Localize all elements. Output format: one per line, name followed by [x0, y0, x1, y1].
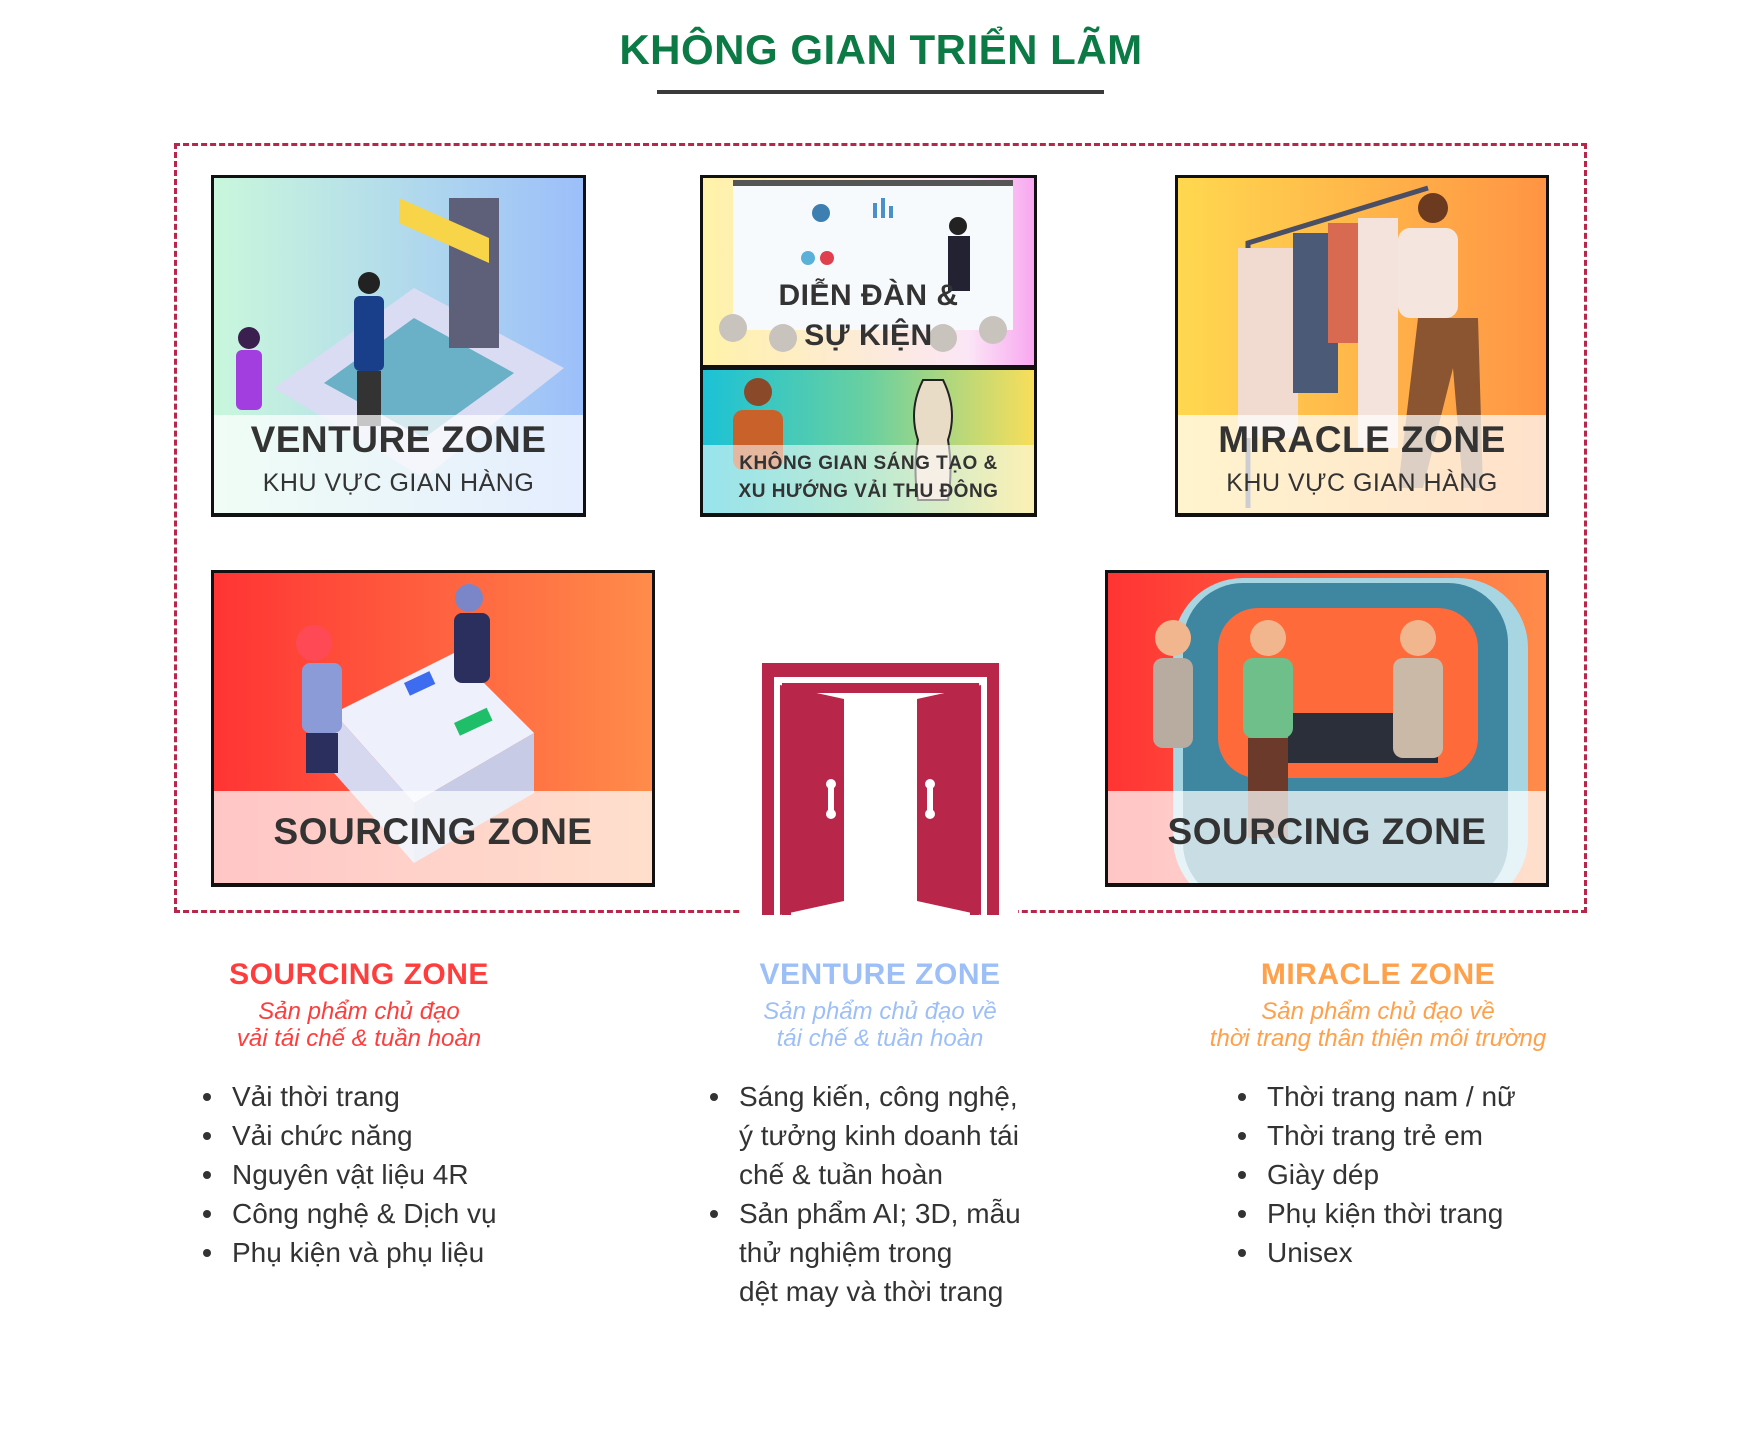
- miracle-info-sub2: thời trang thân thiện môi trường: [1209, 1025, 1547, 1052]
- venture-info-title: VENTURE ZONE: [759, 958, 1001, 991]
- title-underline: [657, 90, 1104, 94]
- list-item: Sáng kiến, công nghệ,ý tưởng kinh doanh …: [710, 1077, 1021, 1194]
- miracle-info-sub1: Sản phẩm chủ đạo về: [1261, 998, 1495, 1025]
- list-item: Vải chức năng: [203, 1116, 497, 1155]
- forum-title-line1: DIỄN ĐÀN &: [778, 279, 959, 312]
- sourcing-info-title: SOURCING ZONE: [229, 958, 489, 991]
- sourcing-product-list: Vải thời trang Vải chức năng Nguyên vật …: [203, 1077, 497, 1272]
- sourcing-info-sub2: vải tái chế & tuần hoàn: [236, 1025, 482, 1052]
- miracle-card-subtitle: KHU VỰC GIAN HÀNG: [1226, 469, 1498, 497]
- creative-space-card[interactable]: KHÔNG GIAN SÁNG TẠO & XU HƯỚNG VẢI THU Đ…: [700, 367, 1037, 517]
- sourcing-info-sub1: Sản phẩm chủ đạo: [258, 998, 460, 1025]
- venture-card-subtitle: KHU VỰC GIAN HÀNG: [262, 469, 535, 497]
- entrance-door-icon: [762, 663, 999, 915]
- miracle-product-list: Thời trang nam / nữ Thời trang trẻ em Gi…: [1238, 1077, 1516, 1272]
- creative-title-line1: KHÔNG GIAN SÁNG TẠO &: [739, 453, 998, 474]
- miracle-card-title: MIRACLE ZONE: [1218, 419, 1506, 460]
- list-item: Vải thời trang: [203, 1077, 497, 1116]
- list-item: Thời trang trẻ em: [1238, 1116, 1516, 1155]
- venture-info-sub1: Sản phẩm chủ đạo về: [763, 998, 997, 1025]
- venture-zone-card[interactable]: VENTURE ZONE KHU VỰC GIAN HÀNG: [211, 175, 586, 517]
- venture-card-title: VENTURE ZONE: [250, 419, 547, 460]
- forum-events-card[interactable]: DIỄN ĐÀN & SỰ KIỆN: [700, 175, 1037, 369]
- sourcing-zone-card-right[interactable]: SOURCING ZONE: [1105, 570, 1549, 887]
- miracle-zone-card[interactable]: MIRACLE ZONE KHU VỰC GIAN HÀNG: [1175, 175, 1549, 517]
- list-item: Công nghệ & Dịch vụ: [203, 1194, 497, 1233]
- sourcing-zone-card-left[interactable]: SOURCING ZONE: [211, 570, 655, 887]
- creative-title-line2: XU HƯỚNG VẢI THU ĐÔNG: [738, 481, 999, 502]
- list-item: Unisex: [1238, 1233, 1516, 1272]
- sourcing-left-title: SOURCING ZONE: [273, 811, 593, 852]
- list-item: Thời trang nam / nữ: [1238, 1077, 1516, 1116]
- list-item: Phụ kiện thời trang: [1238, 1194, 1516, 1233]
- sourcing-right-title: SOURCING ZONE: [1167, 811, 1487, 852]
- page-title: KHÔNG GIAN TRIỂN LÃM: [619, 26, 1143, 73]
- list-item: Giày dép: [1238, 1155, 1516, 1194]
- venture-info-sub2: tái chế & tuần hoàn: [776, 1025, 984, 1052]
- list-item: Nguyên vật liệu 4R: [203, 1155, 497, 1194]
- miracle-info-title: MIRACLE ZONE: [1260, 958, 1496, 991]
- list-item: Phụ kiện và phụ liệu: [203, 1233, 497, 1272]
- venture-product-list: Sáng kiến, công nghệ,ý tưởng kinh doanh …: [710, 1077, 1021, 1311]
- presentation-illustration: [719, 180, 1013, 352]
- forum-title-line2: SỰ KIỆN: [804, 319, 933, 352]
